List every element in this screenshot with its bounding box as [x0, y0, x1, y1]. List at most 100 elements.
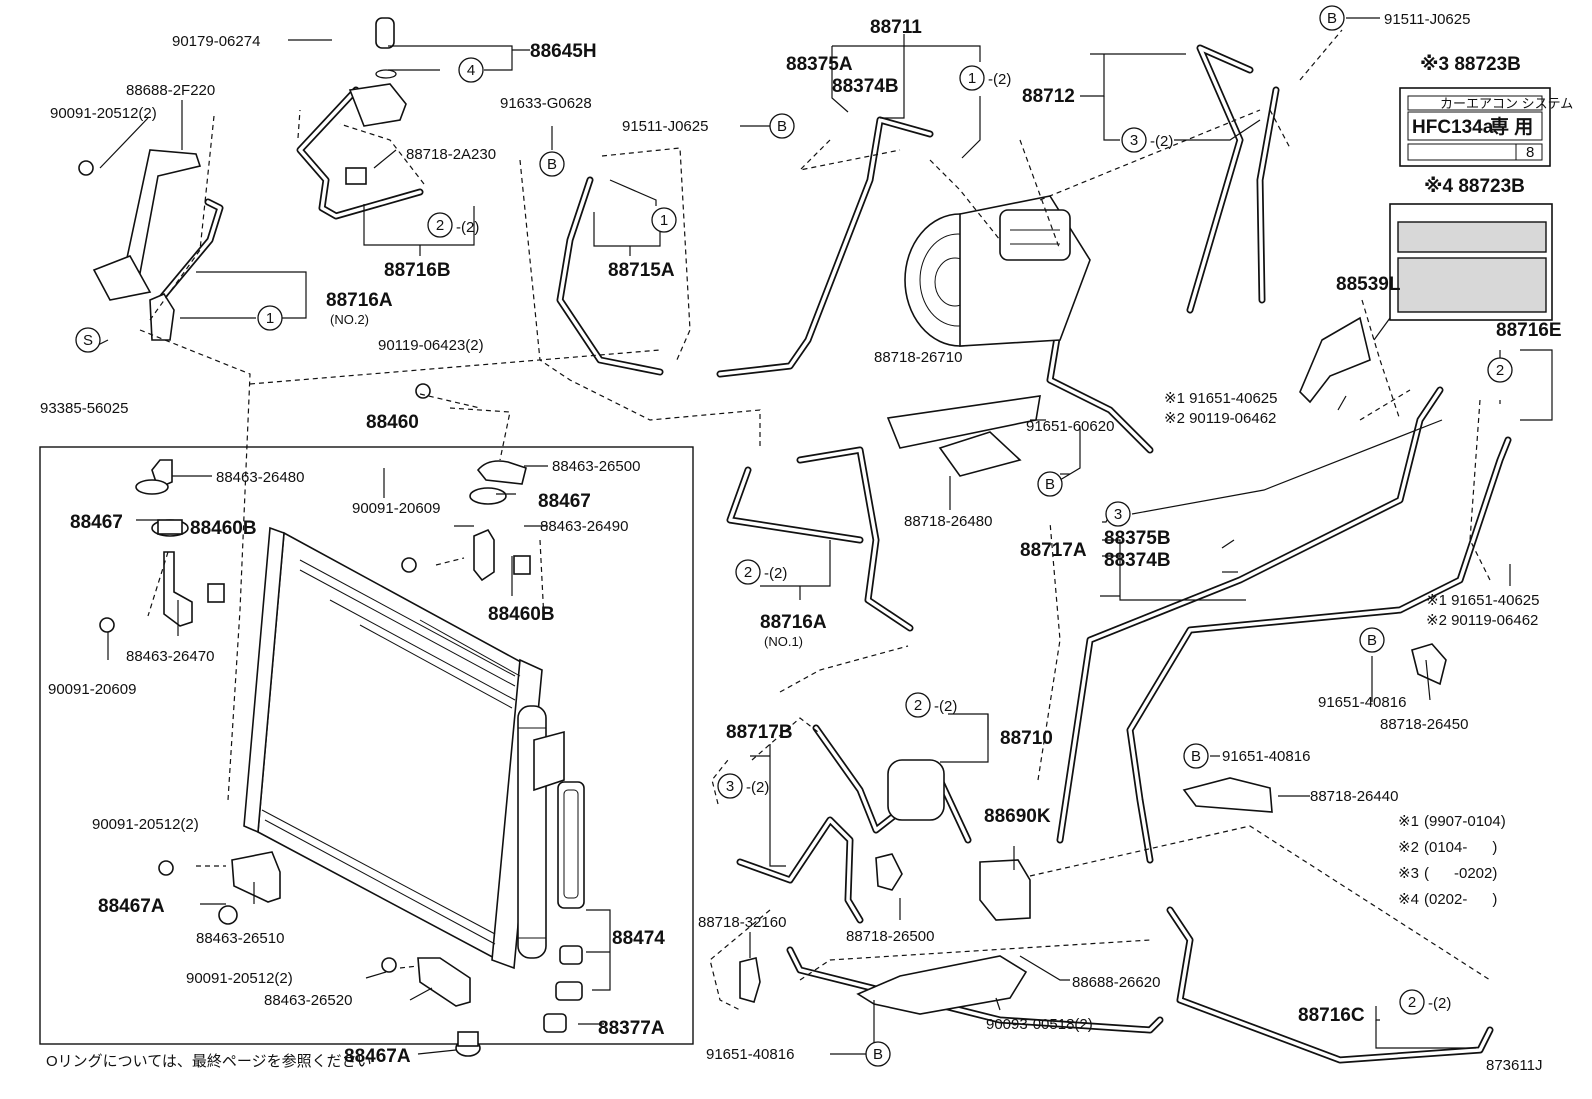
compressor — [904, 195, 1091, 347]
callout-circle — [1319, 5, 1345, 31]
label-88463-26490: 88463-26490 — [540, 518, 628, 535]
label-88716A-mid: 88716A — [760, 612, 827, 633]
label-88711: 88711 — [870, 17, 922, 38]
legend-mark-1: ※1 — [1398, 813, 1419, 830]
label-88718-32160: 88718-32160 — [698, 914, 786, 931]
label-91651-40625-a: ※1 91651-40625 — [1164, 390, 1278, 407]
label-88377A: 88377A — [598, 1018, 665, 1039]
label-88374B: 88374B — [832, 76, 899, 97]
callout-2-88716C: 2 — [1399, 989, 1425, 1015]
callout-number: 2 — [1496, 362, 1504, 379]
callout-number: S — [83, 332, 93, 349]
callout-circle — [651, 207, 677, 233]
label-93385-56025: 93385-56025 — [40, 400, 128, 417]
label-91651-40625-b: ※1 91651-40625 — [1426, 592, 1540, 609]
label-88718-26450: 88718-26450 — [1380, 716, 1468, 733]
label-88716B: 88716B — [384, 260, 451, 281]
callout-B-91651-60620: B — [1037, 471, 1063, 497]
label-88716A-top: 88716A — [326, 290, 393, 311]
callout-4: 4 — [458, 57, 484, 83]
legend-mark-4: ※4 — [1398, 891, 1419, 908]
legend-range-4: (0202- ) — [1424, 891, 1497, 908]
label-91651-40816-c: 91651-40816 — [706, 1046, 794, 1063]
label-88688-26620: 88688-26620 — [1072, 974, 1160, 991]
callout-circle — [1121, 127, 1147, 153]
callout-circle — [427, 212, 453, 238]
label-88718-26500: 88718-26500 — [846, 928, 934, 945]
callout-number: 2 — [1408, 994, 1416, 1011]
callout-1-88711: 1 — [959, 65, 985, 91]
callout-number: 1 — [968, 70, 976, 87]
callout-3-88717B: 3 — [717, 773, 743, 799]
label-88723B-4: ※4 88723B — [1424, 176, 1525, 197]
label-88463-26500: 88463-26500 — [552, 458, 640, 475]
label-88374B-b: 88374B — [1104, 550, 1171, 571]
callout-2-88716B: 2 — [427, 212, 453, 238]
label-90091-20609-b: 90091-20609 — [352, 500, 440, 517]
quantity-label: -(2) — [456, 219, 479, 236]
callout-number: 3 — [1114, 506, 1122, 523]
label-88710: 88710 — [1000, 728, 1053, 749]
label-88717A: 88717A — [1020, 540, 1087, 561]
callout-number: 2 — [914, 697, 922, 714]
callout-number: B — [1191, 748, 1201, 765]
diagram-id: 873611J — [1486, 1057, 1542, 1074]
label-90091-20512-b: 90091-20512(2) — [92, 816, 199, 833]
callout-1-88716A: 1 — [257, 305, 283, 331]
callout-circle — [1359, 627, 1385, 653]
label-88467-b: 88467 — [538, 491, 591, 512]
quantity-label: -(2) — [1428, 995, 1451, 1012]
label-88463-26470: 88463-26470 — [126, 648, 214, 665]
callout-number: B — [1367, 632, 1377, 649]
label-91651-60620: 91651-60620 — [1026, 418, 1114, 435]
callout-circle — [539, 151, 565, 177]
callout-number: B — [873, 1046, 883, 1063]
label-88718-26710: 88718-26710 — [874, 349, 962, 366]
label-88716C: 88716C — [1298, 1005, 1365, 1026]
label-88460B-b: 88460B — [488, 604, 555, 625]
label-88718-26480: 88718-26480 — [904, 513, 992, 530]
callout-circle — [735, 559, 761, 585]
callout-2-88710: 2 — [905, 692, 931, 718]
callout-number: B — [547, 156, 557, 173]
label-hfc134a: HFC134a — [1412, 117, 1494, 138]
label-hfc-num: 8 — [1526, 144, 1534, 161]
callout-number: B — [1327, 10, 1337, 27]
label-90119-06462-b: ※2 90119-06462 — [1426, 612, 1538, 629]
label-90091-20609-a: 90091-20609 — [48, 681, 136, 698]
label-88467A-a: 88467A — [98, 896, 165, 917]
legend-range-3: ( -0202) — [1424, 865, 1497, 882]
callout-number: 2 — [436, 217, 444, 234]
condenser-group-frame — [39, 446, 694, 1045]
callout-B-40816c: B — [865, 1041, 891, 1067]
quantity-label: -(2) — [988, 71, 1011, 88]
callout-2-88716A-no1: 2 — [735, 559, 761, 585]
label-88375B: 88375B — [1104, 528, 1171, 549]
label-no1: (NO.1) — [764, 634, 803, 649]
callout-3-88712: 3 — [1121, 127, 1147, 153]
callout-2-88716E: 2 — [1487, 357, 1513, 383]
label-88716E: 88716E — [1496, 320, 1562, 341]
leader-lines — [91, 17, 1553, 1055]
label-88467-a: 88467 — [70, 512, 123, 533]
condenser-small-parts — [78, 160, 583, 1057]
label-88690K: 88690K — [984, 806, 1051, 827]
callout-circle — [717, 773, 743, 799]
label-88467A-b: 88467A — [344, 1046, 411, 1067]
callout-circle — [1399, 989, 1425, 1015]
label-91633-G0628: 91633-G0628 — [500, 95, 592, 112]
drier-cover-strip — [557, 781, 585, 909]
label-90119-06423: 90119-06423(2) — [378, 337, 484, 354]
callout-circles: 4 2 1 S B 1 B 1 3 B B 2 3 B B 2 2 3 B 2 — [75, 5, 1513, 1067]
callout-circle — [905, 692, 931, 718]
callout-B-40816b: B — [1183, 743, 1209, 769]
callout-B-91511b: B — [1319, 5, 1345, 31]
label-plate-hfc — [1399, 87, 1551, 167]
label-88375A: 88375A — [786, 54, 853, 75]
callout-number: B — [1045, 476, 1055, 493]
label-88460: 88460 — [366, 412, 419, 433]
label-90093-00518: 90093-00518(2) — [986, 1016, 1093, 1033]
label-88718-2A230: 88718-2A230 — [406, 146, 496, 163]
label-91651-40816-a: 91651-40816 — [1318, 694, 1406, 711]
